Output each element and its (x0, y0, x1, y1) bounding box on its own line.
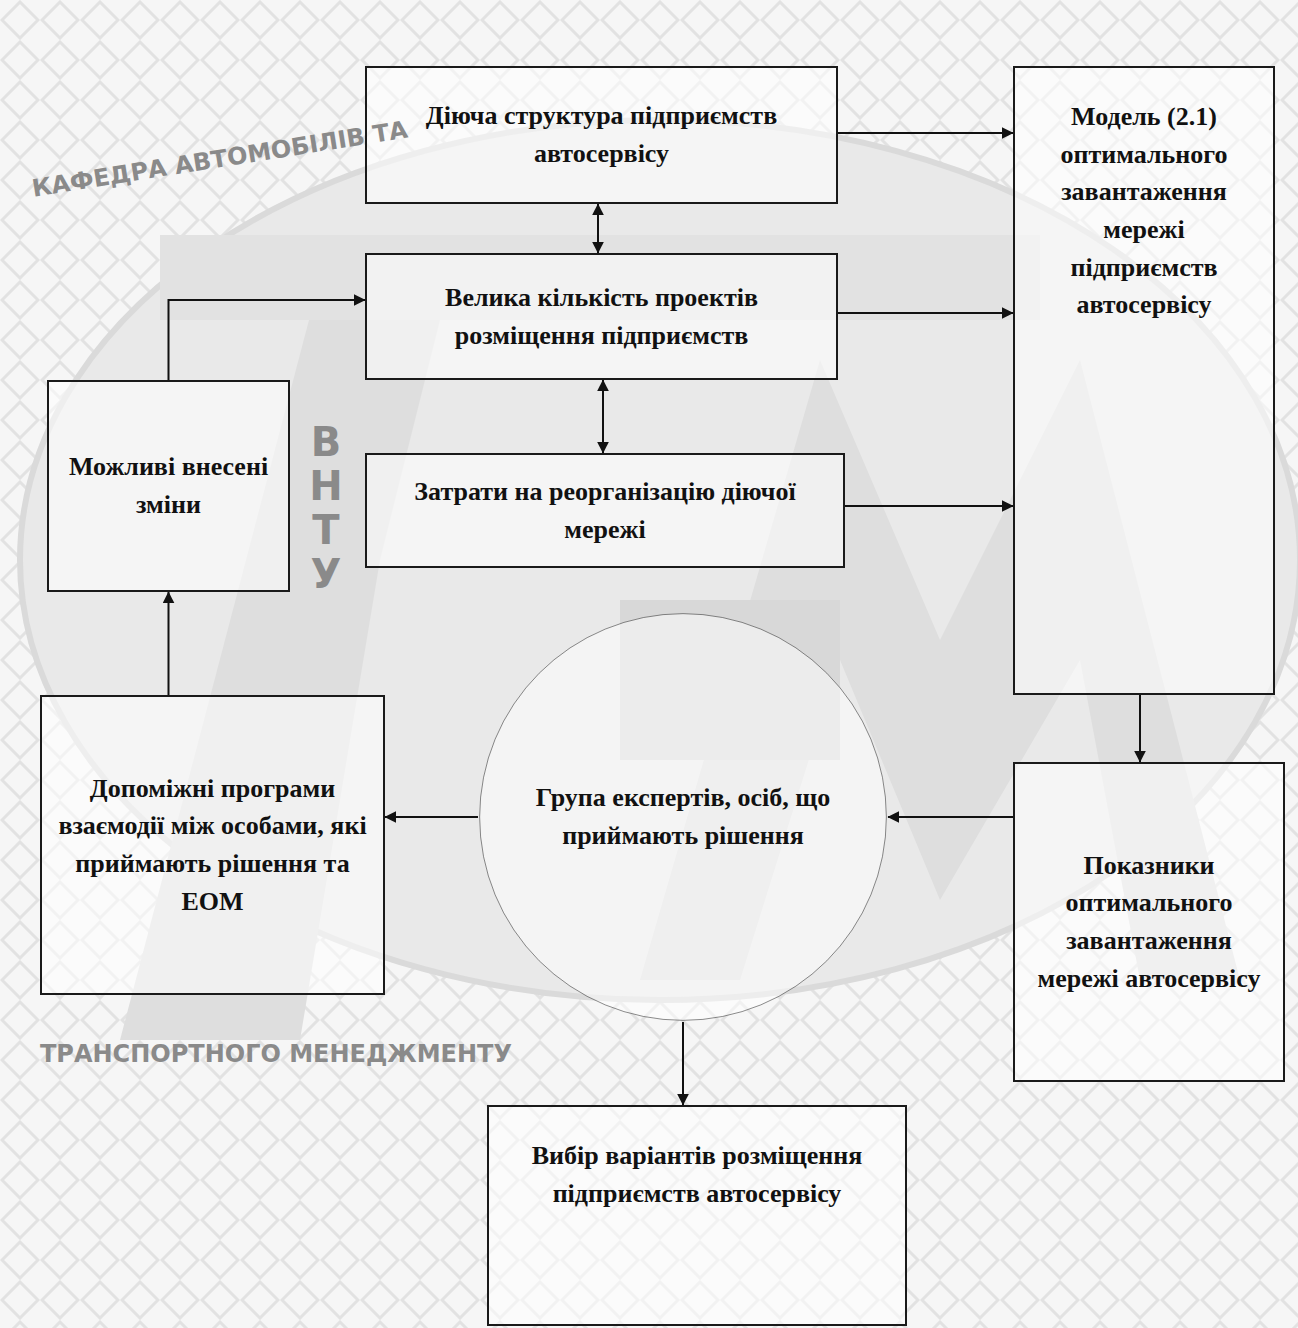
result-box: Вибір варіантів розміщення підприємств а… (487, 1105, 907, 1326)
expert-circle: Група експертів, осіб, що приймають ріше… (478, 612, 888, 1022)
node-text: Модель (2.1) оптимального завантаження м… (1015, 98, 1273, 324)
watermark-text: ТРАНСПОРТНОГО МЕНЕДЖМЕНТУ (40, 1040, 512, 1068)
node-text: Вибір варіантів розміщення підприємств а… (489, 1137, 905, 1212)
connector-arrow (602, 380, 604, 453)
connector-arrow (845, 505, 1013, 507)
connector-arrow (838, 132, 1013, 134)
process-box: Велика кількість проектів розміщення під… (365, 253, 838, 380)
connector-arrow (1139, 695, 1141, 762)
node-text: Допоміжні програми взаємодії між особами… (42, 770, 383, 921)
node-text: Затрати на реорганізацію діючої мережі (367, 473, 843, 548)
process-box: Діюча структура підприємств автосервісу (365, 66, 838, 204)
model-box: Модель (2.1) оптимального завантаження м… (1013, 66, 1275, 695)
process-box: Можливі внесені зміни (47, 380, 290, 592)
node-text: Велика кількість проектів розміщення під… (367, 279, 836, 354)
process-box: Показники оптимального завантаження мере… (1013, 762, 1285, 1082)
node-text: Показники оптимального завантаження мере… (1015, 847, 1283, 998)
connector-arrow (888, 816, 1013, 818)
connector-arrow (385, 816, 478, 818)
connector-arrow (838, 312, 1013, 314)
connector-arrow (682, 1022, 684, 1105)
watermark-text: ВНТУ (306, 420, 346, 596)
process-box: Допоміжні програми взаємодії між особами… (40, 695, 385, 995)
connector-arrow (597, 204, 599, 253)
connector-arrow (169, 300, 366, 380)
node-text: Діюча структура підприємств автосервісу (367, 97, 836, 172)
node-text: Можливі внесені зміни (49, 448, 288, 523)
connector-arrow (168, 592, 170, 695)
circle-outline (478, 612, 888, 1022)
node-text: Група експертів, осіб, що приймають ріше… (519, 779, 847, 854)
process-box: Затрати на реорганізацію діючої мережі (365, 453, 845, 568)
